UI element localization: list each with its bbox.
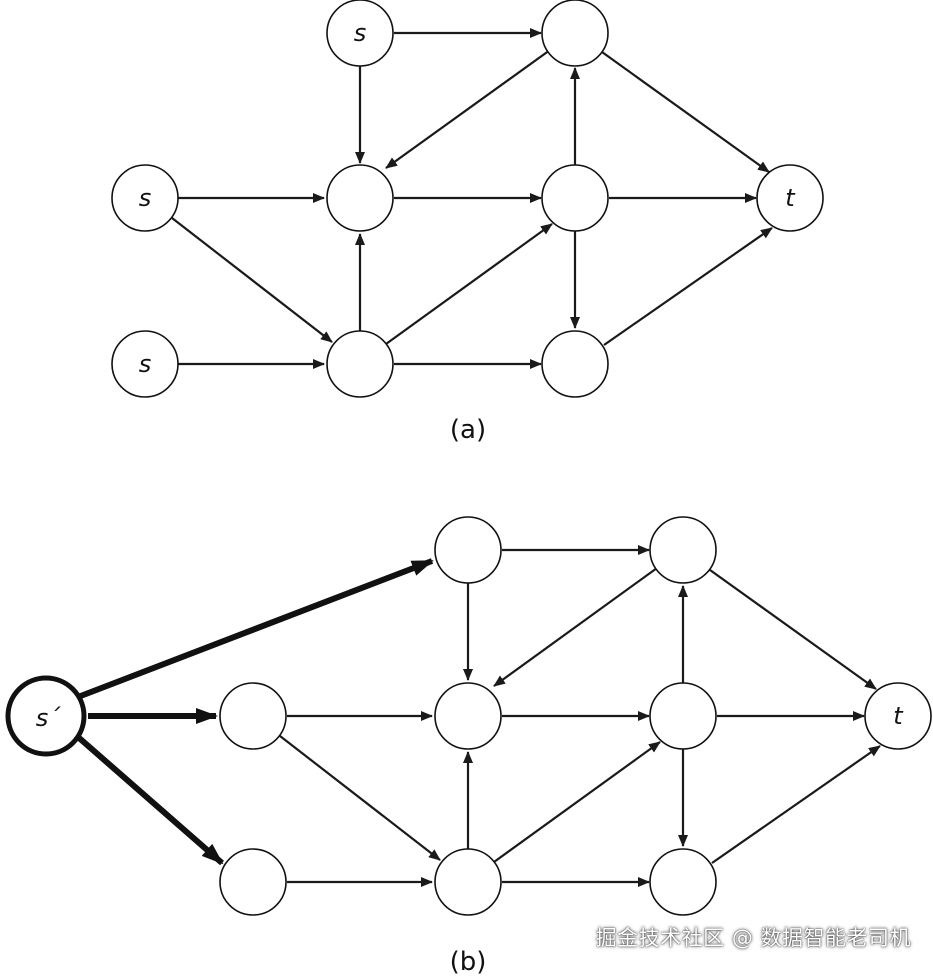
node [649,682,717,750]
edge-b [493,741,661,863]
edge-b [709,569,877,690]
watermark: 掘金技术社区 @ 数据智能老司机 [595,926,911,950]
edge-b [279,735,441,861]
node [434,682,502,750]
node [434,516,502,584]
source-node [111,164,179,232]
super-source-edge [76,558,434,700]
source-node [111,330,179,398]
edge-a [385,223,553,345]
node [649,516,717,584]
sink-label: t [893,702,904,730]
source-label: s [354,19,367,47]
source-label: s [139,184,152,212]
super-source-edge [76,734,224,866]
edge-a [601,51,770,173]
edge-b [711,745,881,864]
edge-a [603,227,773,346]
node [434,848,502,916]
edges-a [171,28,773,369]
nodes-a [111,0,824,398]
node [541,330,609,398]
diagram-b: s´ t (b) [5,516,932,977]
node [219,848,287,916]
nodes-b [5,516,932,916]
edge-b [493,567,658,687]
node [326,164,394,232]
sink-node [864,682,932,750]
super-source-node [5,675,87,757]
caption-b: (b) [450,947,487,977]
node [219,682,287,750]
edge-a [171,217,333,343]
node [541,164,609,232]
diagram-a: s s s t (a) [111,0,824,445]
sink-label: t [785,184,796,212]
node [541,0,609,67]
edge-a [385,49,551,169]
caption-a: (a) [450,415,486,445]
node [326,330,394,398]
source-node [326,0,394,67]
super-source-label: s´ [36,704,62,732]
source-label: s [139,350,152,378]
node [649,848,717,916]
sink-node [756,164,824,232]
edges-b [76,545,881,887]
